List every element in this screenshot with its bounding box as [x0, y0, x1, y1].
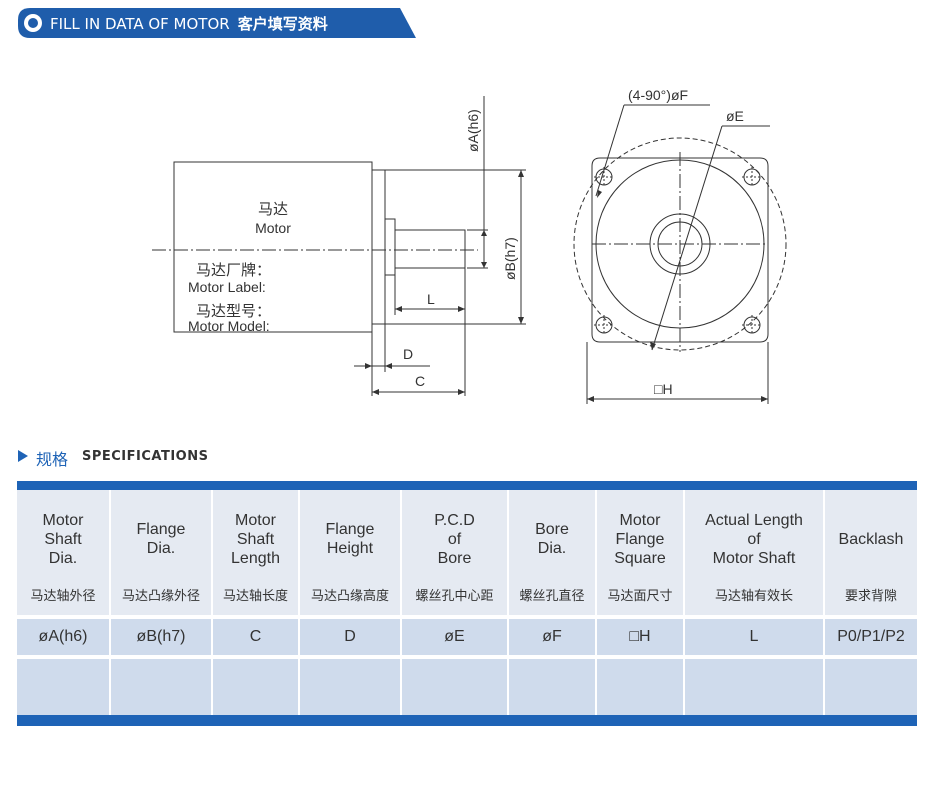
dim-d-label: D — [403, 346, 413, 362]
input-cell[interactable] — [299, 659, 402, 715]
dim-l-label: L — [427, 291, 435, 307]
dim-h-label: □H — [654, 381, 673, 397]
dim-e-label: øE — [726, 108, 744, 124]
header-tab-shape — [18, 8, 416, 38]
input-cell[interactable] — [17, 659, 111, 715]
shaft-outline — [394, 229, 466, 269]
symbol-cell: L — [684, 619, 825, 655]
motor-label-en: Motor — [255, 220, 291, 236]
dim-b-label: øB(h7) — [502, 237, 518, 280]
spec-title-cn: 规格 — [36, 450, 69, 469]
spec-title-en: SPECIFICATIONS — [82, 449, 209, 464]
dim-a-label: øA(h6) — [465, 109, 481, 152]
table-top-bar — [17, 481, 917, 490]
input-cell[interactable] — [508, 659, 597, 715]
flange-square-outline — [591, 157, 769, 343]
triangle-right-icon — [18, 450, 28, 462]
bullet-circle-icon — [24, 14, 42, 32]
symbol-cell: øE — [401, 619, 509, 655]
symbol-cell: øF — [508, 619, 597, 655]
flange-outline — [371, 169, 386, 325]
symbol-cell: C — [212, 619, 300, 655]
symbol-cell: □H — [596, 619, 685, 655]
table-bottom-bar — [17, 715, 917, 726]
input-cell[interactable] — [401, 659, 509, 715]
input-cell[interactable] — [596, 659, 685, 715]
header-title-cn: 客户填写资料 — [237, 15, 328, 33]
symbol-cell: D — [299, 619, 402, 655]
section-header-tab: FILL IN DATA OF MOTOR 客户填写资料 — [18, 8, 416, 38]
header-title-en: FILL IN DATA OF MOTOR — [50, 15, 230, 33]
brand-label-en: Motor Label: — [188, 279, 266, 295]
model-label-cn: 马达型号： — [196, 303, 271, 320]
input-cell[interactable] — [212, 659, 300, 715]
dim-f-label: (4-90°)øF — [628, 87, 688, 103]
motor-label-cn: 马达 — [258, 201, 288, 218]
dim-c-label: C — [415, 373, 425, 389]
table-symbol-row: øA(h6) øB(h7) C D øE øF □H L P0/P1/P2 — [17, 619, 917, 655]
brand-label-cn: 马达厂牌： — [196, 262, 271, 279]
input-cell[interactable] — [684, 659, 825, 715]
model-label-en: Motor Model: — [188, 318, 270, 334]
table-input-row — [17, 659, 917, 715]
input-cell[interactable] — [824, 659, 917, 715]
input-cell[interactable] — [110, 659, 213, 715]
symbol-cell: øA(h6) — [17, 619, 111, 655]
pcd-circle — [573, 137, 787, 351]
motor-technical-drawing: 马达 Motor 马达厂牌： Motor Label: 马达型号： Motor … — [152, 87, 787, 404]
symbol-cell: øB(h7) — [110, 619, 213, 655]
symbol-cell: P0/P1/P2 — [824, 619, 917, 655]
